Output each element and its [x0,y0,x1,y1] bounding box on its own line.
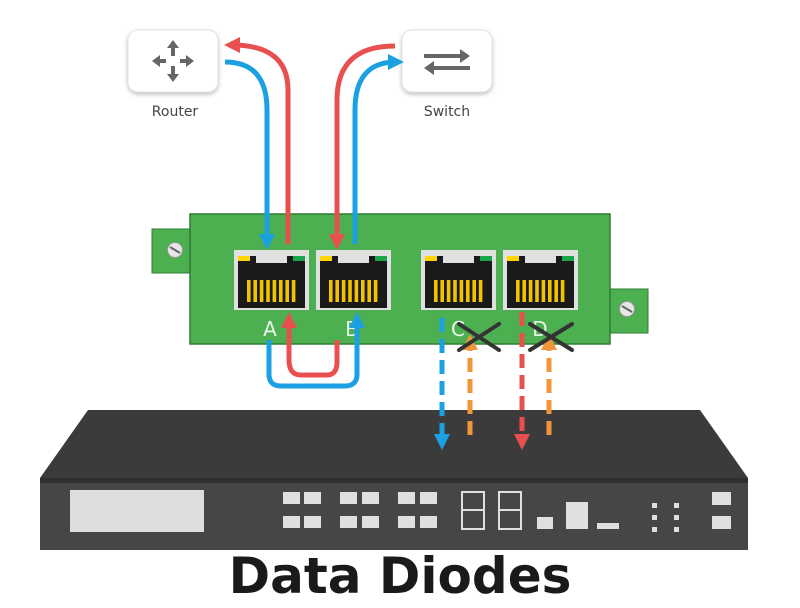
link-led [238,256,250,261]
port-pin [554,280,558,302]
port-pin [373,280,378,302]
port-pin [335,280,339,302]
port-pin [516,280,520,302]
port-pin [535,280,539,302]
appliance-port-grid [283,492,437,528]
port-pin [341,280,346,302]
appliance-usb-port [537,517,553,529]
switch-icon [424,49,470,75]
port-pin [272,280,277,302]
appliance-status-leds [652,503,679,532]
port-pin [279,280,283,302]
router-device: Router [127,29,219,120]
port-pin [548,280,552,302]
appliance-management-ports [712,492,731,529]
ethernet-port-c [421,250,496,310]
activity-led [375,256,387,261]
activity-led [480,256,492,261]
appliance-display [70,490,204,532]
router-to-port-a-flow [224,37,291,251]
appliance-slot [597,523,619,529]
port-pin [247,280,251,302]
link-led [320,256,332,261]
screw-icon [167,242,183,258]
network-appliance [40,410,748,550]
port-pin [329,280,333,302]
port-pin [459,280,464,302]
appliance-console-port [566,502,588,529]
port-pin [434,280,438,302]
link-led [507,256,519,261]
activity-led [293,256,305,261]
port-pin [560,280,565,302]
blocked-x-icon [457,322,501,352]
ethernet-port-b [316,250,391,310]
port-pin [354,280,359,302]
port-pin [522,280,526,302]
port-pin [466,280,470,302]
port-pin [478,280,483,302]
port-pin [266,280,270,302]
port-pin [285,280,289,302]
activity-led [562,256,574,261]
port-pin [528,280,533,302]
port-label-a: A [263,317,277,341]
ethernet-port-d [503,250,578,310]
page-title: Data Diodes [228,547,572,605]
port-pin [367,280,371,302]
switch-label: Switch [424,104,470,120]
screw-icon [619,301,635,317]
switch-device: Switch [401,29,493,120]
port-a-port-b-loop [266,311,366,389]
port-pin [348,280,352,302]
port-pin [259,280,264,302]
appliance-sfp-ports [461,491,522,530]
port-pin [446,280,451,302]
blocked-x-icon [528,322,574,352]
link-led [425,256,437,261]
port-pin [291,280,296,302]
port-pin [472,280,476,302]
port-pin [453,280,457,302]
router-label: Router [152,104,199,120]
router-icon [152,40,194,82]
port-b-to-switch-flow [328,43,404,251]
port-pin [253,280,257,302]
port-label-c: C [451,317,465,341]
port-pin [361,280,365,302]
port-pin [440,280,444,302]
ethernet-port-a [234,250,309,310]
port-pin [541,280,546,302]
